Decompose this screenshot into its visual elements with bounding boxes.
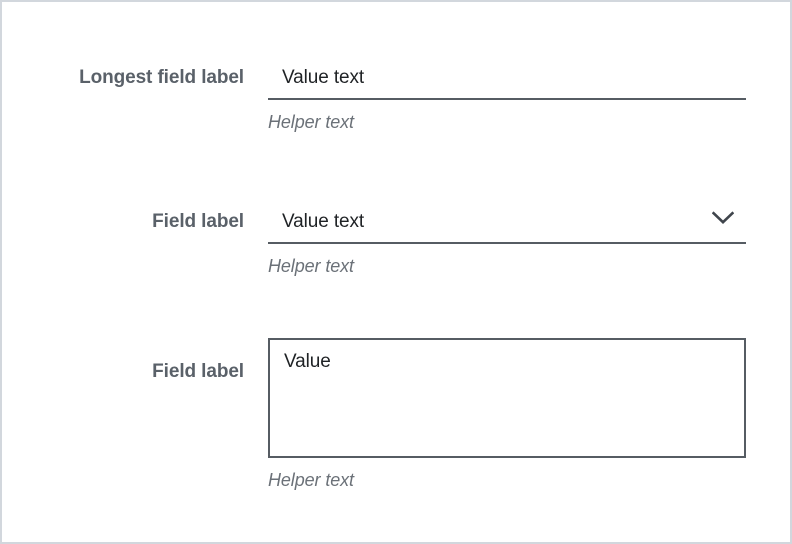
helper-text-field-2: Helper text <box>268 256 354 276</box>
field-control-select: Value text Helper text <box>268 210 790 277</box>
form-field-textarea: Field label Value Helper text <box>2 338 790 491</box>
field-control-text: Value text Helper text <box>268 66 790 133</box>
select-input-value: Value text <box>282 211 365 232</box>
form-field-text: Longest field label Value text Helper te… <box>2 66 790 133</box>
text-input-value: Value text <box>282 67 365 88</box>
field-label-select: Field label <box>152 211 244 232</box>
chevron-down-icon[interactable] <box>712 211 734 225</box>
helper-text-field-1: Helper text <box>268 112 354 132</box>
helper-text-field-3: Helper text <box>268 470 354 490</box>
field-label-longest: Longest field label <box>79 67 244 88</box>
select-input[interactable]: Value text <box>268 210 746 244</box>
textarea-input-value: Value <box>284 351 331 372</box>
field-label-textarea: Field label <box>152 361 244 382</box>
form-field-select: Field label Value text Helper text <box>2 210 790 277</box>
text-input[interactable]: Value text <box>268 66 746 100</box>
textarea-input[interactable]: Value <box>268 338 746 458</box>
field-control-textarea: Value Helper text <box>268 338 790 491</box>
